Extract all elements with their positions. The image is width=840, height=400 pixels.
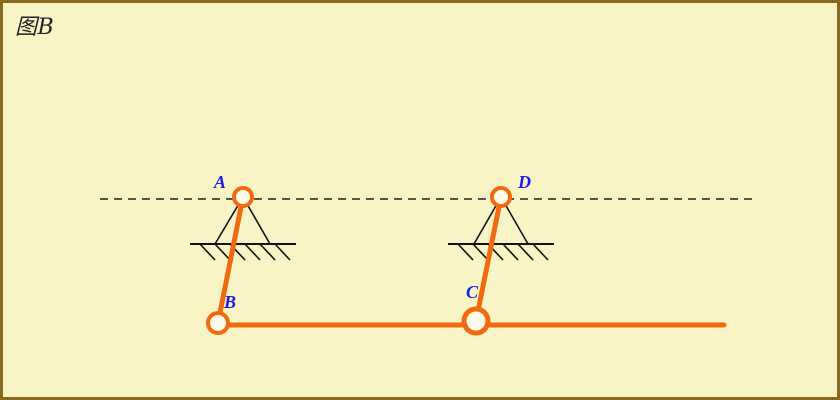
label-c: C <box>466 282 479 302</box>
crank-link-ab <box>215 194 246 326</box>
label-b: B <box>223 292 236 312</box>
joint-a <box>232 186 254 208</box>
label-d: D <box>517 172 531 192</box>
joint-b <box>206 311 230 335</box>
figure-title: 图B <box>15 15 55 40</box>
rocker-link-dc <box>473 194 504 324</box>
label-a: A <box>213 172 226 192</box>
joint-c <box>461 306 491 336</box>
joint-d <box>490 186 512 208</box>
